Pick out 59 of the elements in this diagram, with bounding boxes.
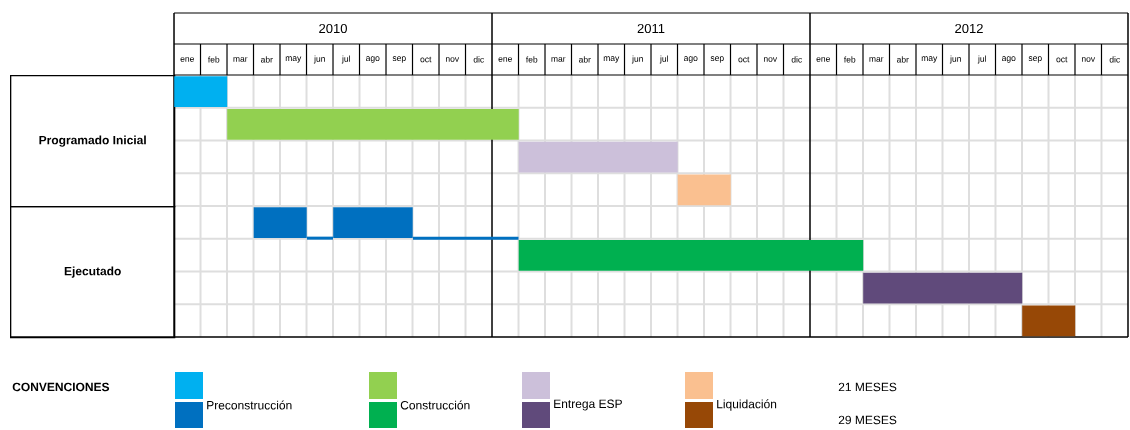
month-label: jun (313, 55, 325, 64)
year-label: 2010 (319, 23, 347, 34)
gantt-bar (518, 141, 678, 173)
month-label: dic (473, 56, 484, 63)
gantt-bar (333, 207, 413, 238)
month-label: jul (341, 55, 350, 64)
year-label: 2011 (637, 23, 665, 34)
month-label: abr (261, 56, 273, 63)
month-label: jul (659, 55, 668, 64)
connector-line (306, 236, 333, 240)
month-label: abr (896, 56, 909, 63)
legend-label: Construcción (400, 400, 470, 410)
month-label: may (603, 56, 620, 63)
month-label: dic (791, 56, 802, 63)
month-label: nov (1081, 57, 1096, 62)
legend-label: Liquidación (717, 399, 777, 411)
gantt-bar (174, 76, 228, 107)
month-label: may (285, 56, 302, 63)
row-header-box: Programado Inicial (10, 75, 176, 208)
gantt-bar (227, 108, 519, 140)
duration-label: 21 MESES (838, 382, 897, 392)
month-label: oct (420, 56, 432, 63)
gantt-bar (1022, 305, 1076, 337)
gantt-bar (863, 272, 1023, 304)
month-label: sep (1028, 56, 1042, 63)
month-label: mar (869, 57, 884, 62)
gantt-bar (518, 239, 864, 271)
month-label: ago (1002, 56, 1016, 63)
month-label: jun (631, 55, 643, 64)
month-label: oct (1056, 56, 1068, 63)
legend-label: Entrega ESP (554, 399, 622, 411)
month-label: feb (208, 56, 220, 63)
month-label: may (921, 56, 938, 63)
month-label: ene (498, 57, 512, 62)
month-label: abr (578, 56, 591, 63)
month-label: feb (843, 56, 856, 63)
month-label: nov (763, 57, 778, 62)
legend-label: Preconstrucción (207, 400, 292, 410)
month-label: sep (392, 56, 406, 63)
month-label: sep (710, 56, 724, 63)
month-label: jul (977, 55, 986, 64)
month-label: dic (1109, 56, 1120, 63)
month-label: oct (738, 56, 750, 63)
month-label: ago (684, 56, 698, 63)
month-label: feb (525, 56, 538, 63)
month-label: ene (180, 57, 194, 62)
month-label: nov (445, 57, 460, 62)
month-label: mar (233, 57, 248, 62)
row-header-box: Ejecutado (10, 206, 176, 339)
month-label: jun (949, 55, 961, 64)
month-label: ago (366, 56, 380, 63)
duration-label: 29 MESES (838, 415, 897, 425)
year-label: 2012 (955, 23, 983, 34)
gantt-bar (253, 207, 307, 238)
connector-line (412, 236, 519, 240)
legend-heading: CONVENCIONES (12, 382, 110, 392)
month-label: ene (816, 57, 830, 62)
gantt-bar (677, 174, 731, 206)
month-label: mar (551, 57, 566, 62)
